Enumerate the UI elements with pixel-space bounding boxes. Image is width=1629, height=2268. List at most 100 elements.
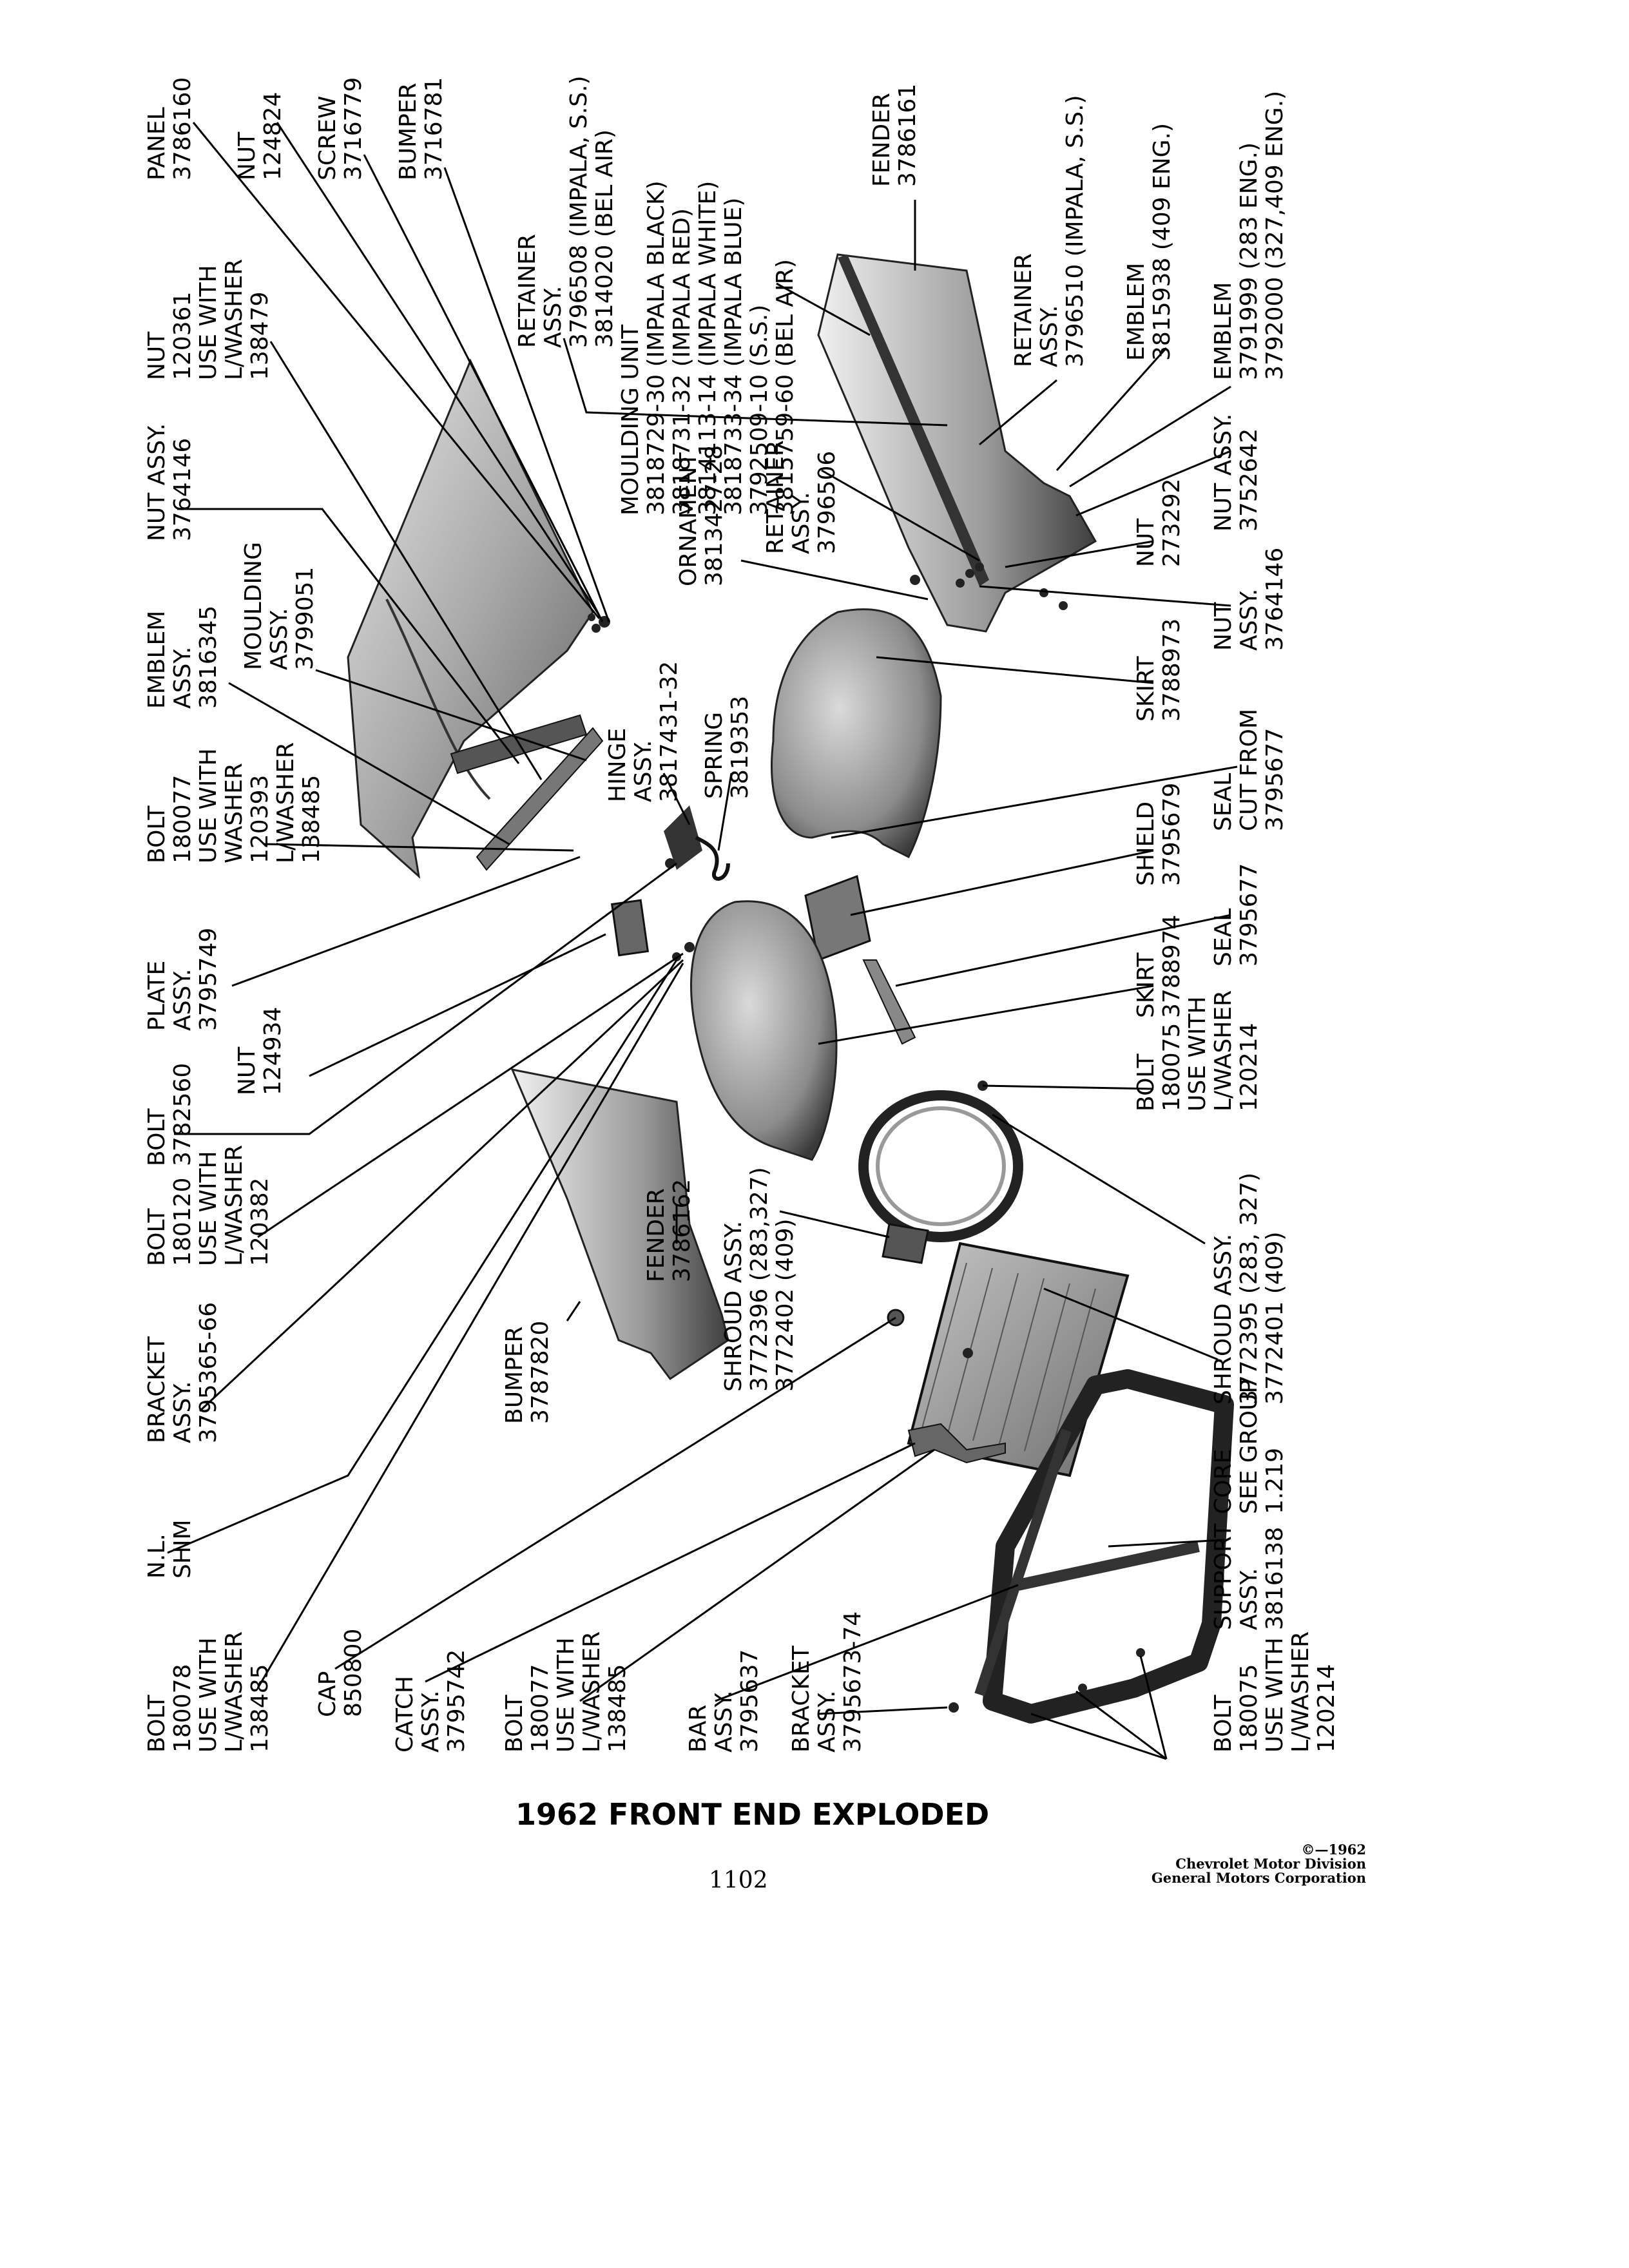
callout-shield-line: SHIELD bbox=[1133, 802, 1159, 886]
page-title: 1962 FRONT END EXPLODED bbox=[516, 1797, 989, 1832]
leader-ornament bbox=[740, 559, 929, 601]
callout-hinge-assy-line: ASSY. bbox=[630, 740, 657, 802]
leader-bolt-180075-b-1 bbox=[1030, 1713, 1167, 1760]
callout-bolt-180075-b-line: L/WASHER bbox=[1287, 1631, 1314, 1753]
callout-skirt-3788973-line: SKIRT bbox=[1133, 656, 1159, 722]
callout-retainer-assy-3796506-line: 3796506 bbox=[814, 451, 840, 554]
callout-nut-assy-3764146-right-line: NUT bbox=[1210, 602, 1237, 651]
callout-shroud-assy-left-line: 3772402 (409) bbox=[772, 1218, 798, 1392]
callout-nut-120361-line: L/WASHER bbox=[221, 259, 247, 380]
callout-nut-assy-3764146-left: NUT ASSY.3764146 bbox=[144, 423, 196, 541]
callout-moulding-unit-line: 3814113-14 (IMPALA WHITE) bbox=[695, 181, 721, 515]
callout-nut-assy-3764146-left-line: NUT ASSY. bbox=[144, 423, 170, 541]
callout-cap-line: CAP bbox=[314, 1671, 341, 1717]
callout-bar-assy-line: 3795637 bbox=[737, 1649, 763, 1753]
callout-bolt-180120-line: 180120 bbox=[169, 1178, 196, 1266]
callout-nut-124824-line: 124824 bbox=[260, 92, 286, 180]
callout-bolt-180078-line: L/WASHER bbox=[221, 1631, 247, 1753]
callout-fender-3786162-line: 3786162 bbox=[669, 1179, 695, 1282]
callout-seal-cut-from-line: CUT FROM bbox=[1236, 709, 1262, 831]
callout-retainer-assy-3796506-line: ASSY. bbox=[788, 492, 815, 554]
leader-retainer-top bbox=[563, 338, 948, 427]
callout-skirt-3788973-line: 3788973 bbox=[1159, 619, 1185, 722]
leader-lines bbox=[167, 122, 1238, 1760]
callout-bolt-180075-a-line: USE WITH bbox=[1184, 996, 1211, 1111]
callout-cap-line: 850800 bbox=[340, 1629, 367, 1717]
callout-bolt-180077-b-line: L/WASHER bbox=[579, 1631, 605, 1753]
leader-bolt-180120 bbox=[257, 952, 684, 1238]
callout-seal-cut-from-line: SEAL bbox=[1210, 773, 1237, 831]
leader-seal-cut-from bbox=[831, 765, 1238, 839]
callout-bolt-180078-line: 138485 bbox=[247, 1664, 273, 1753]
callout-moulding-unit-line: 3792509-10 (S.S.) bbox=[746, 305, 773, 515]
leader-bolt-180077-a bbox=[264, 843, 574, 852]
page-number: 1102 bbox=[709, 1867, 768, 1894]
callout-shroud-assy-left-line: SHROUD ASSY. bbox=[720, 1221, 747, 1392]
hood-ridge bbox=[385, 599, 491, 800]
copyright-division: Chevrolet Motor Division bbox=[1175, 1856, 1366, 1872]
callout-skirt-3788974-line: SKIRT bbox=[1133, 952, 1159, 1018]
callout-nut-273292-line: 273292 bbox=[1159, 479, 1185, 567]
leader-bracket-assy-3795673 bbox=[818, 1706, 948, 1715]
grille-strip bbox=[476, 727, 604, 871]
callout-catch-assy-line: ASSY. bbox=[418, 1691, 444, 1753]
callout-screw-line: SCREW bbox=[314, 96, 341, 180]
callout-support-assy-line: 3816138 bbox=[1262, 1527, 1288, 1630]
callout-emblem-3791999-line: 3791999 (283 ENG.) bbox=[1236, 142, 1262, 380]
callout-shroud-assy-left: SHROUD ASSY.3772396 (283,327)3772402 (40… bbox=[720, 1167, 798, 1392]
callout-core-line: 1.219 bbox=[1262, 1448, 1288, 1514]
callout-retainer-assy-3796506-line: RETAINER bbox=[762, 440, 789, 554]
callout-bolt-180077-a-line: 180077 bbox=[169, 775, 196, 863]
callout-fender-3786161-line: 3786161 bbox=[894, 84, 921, 187]
callout-skirt-3788974-line: 3788974 bbox=[1159, 915, 1185, 1018]
callout-bolt-180075-a-line: BOLT bbox=[1133, 1053, 1159, 1112]
callout-bolt-180075-a-line: 180075 bbox=[1159, 1023, 1185, 1111]
callout-emblem-3815938-line: EMBLEM bbox=[1123, 263, 1150, 361]
callout-seal-3795677-line: SEAL bbox=[1210, 908, 1237, 966]
shield-part bbox=[804, 874, 871, 962]
callout-emblem-3791999-line: EMBLEM bbox=[1210, 282, 1237, 380]
leader-nut-124824 bbox=[276, 122, 601, 616]
callout-plate-assy-line: ASSY. bbox=[169, 969, 196, 1031]
callout-bolt-180120-line: L/WASHER bbox=[221, 1145, 247, 1266]
callout-plate-assy-line: PLATE bbox=[144, 961, 170, 1031]
callout-nut-assy-3752642-line: 3752642 bbox=[1236, 428, 1262, 532]
leader-cap bbox=[334, 1316, 896, 1670]
callout-bracket-assy-3795673-line: 3795673-74 bbox=[840, 1611, 866, 1753]
callout-bolt-180078-line: BOLT bbox=[144, 1695, 170, 1753]
callout-moulding-unit-line: 3815759-60 (BEL AIR) bbox=[772, 259, 798, 515]
callout-bolt-180077-a-line: 120393 bbox=[247, 775, 273, 863]
callout-hinge-assy-line: HINGE bbox=[604, 728, 631, 802]
hood-panel bbox=[347, 358, 594, 879]
callout-retainer-assy-top-line: 3796508 (IMPALA, S.S.) bbox=[566, 75, 592, 348]
leader-nut-assy-left bbox=[177, 508, 520, 764]
callout-hinge-assy-line: 3817431-32 bbox=[656, 661, 682, 802]
callout-ornament-line: ORNAMENT bbox=[675, 452, 702, 586]
skirt-lower bbox=[690, 900, 838, 1161]
bar-assy-part bbox=[974, 1428, 1072, 1696]
leader-catch-assy bbox=[425, 1442, 916, 1683]
leader-shield bbox=[850, 849, 1154, 916]
callout-bracket-assy-3795365-line: ASSY. bbox=[169, 1381, 196, 1443]
callout-shroud-assy-left-line: 3772396 (283,327) bbox=[746, 1167, 773, 1392]
callout-bolt-180075-b-line: 180075 bbox=[1236, 1664, 1262, 1753]
leader-bolt-180078 bbox=[256, 963, 684, 1689]
